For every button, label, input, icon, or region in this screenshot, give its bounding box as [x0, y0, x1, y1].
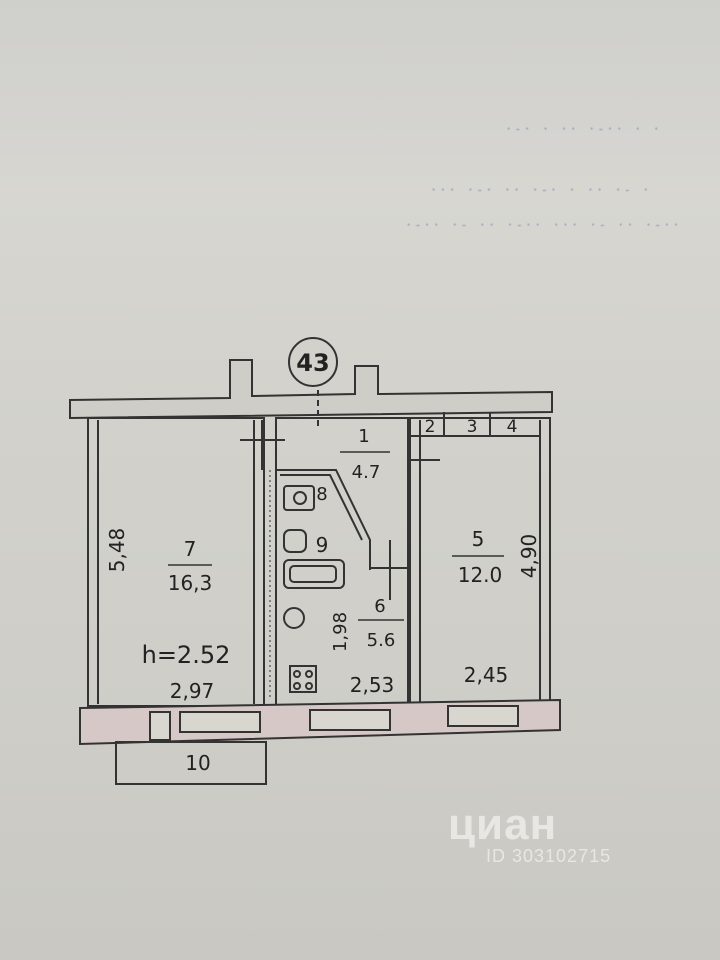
- room-5-area: 12.0: [458, 563, 503, 587]
- bathtub-icon: [283, 559, 345, 589]
- faded-stamp-line-2: ··· ·-· ·· ·-· · ·· ·- ·: [430, 183, 652, 197]
- building-number-circle: [288, 337, 338, 387]
- dim-room5-width: 2,45: [464, 663, 509, 687]
- stove-icon: [289, 665, 317, 693]
- cian-logo: циан: [448, 800, 558, 849]
- room-6-number: 6: [374, 596, 385, 617]
- sink-icon: [283, 529, 307, 553]
- toilet-icon: [283, 485, 315, 511]
- window-4: [447, 705, 519, 727]
- corridor-angled-wall: [276, 469, 371, 570]
- window-1: [149, 711, 171, 741]
- dim-room6-height: 1,98: [330, 612, 351, 652]
- room-2-number: 2: [425, 417, 436, 437]
- window-2: [179, 711, 261, 733]
- window-3: [309, 709, 391, 731]
- top-wall: [69, 359, 553, 420]
- room-7-area: 16,3: [168, 571, 213, 595]
- dim-room5-height: 4,90: [517, 534, 541, 579]
- dim-room7-width: 2,97: [170, 679, 215, 703]
- room-1-area: 4.7: [352, 462, 381, 483]
- wash-basin-icon: [283, 607, 305, 629]
- dim-room6-width: 2,53: [350, 673, 395, 697]
- building-number: 43: [296, 349, 329, 377]
- ceiling-height: h=2.52: [142, 641, 231, 669]
- room-1-number: 1: [358, 426, 369, 447]
- room-8-number: 8: [316, 484, 327, 505]
- room-9-number: 9: [316, 533, 329, 557]
- cian-watermark: циан ID 303102715: [448, 800, 611, 867]
- room-4-number: 4: [507, 417, 518, 437]
- listing-id: ID 303102715: [486, 846, 612, 866]
- balcony-10: [115, 741, 267, 785]
- room-3-number: 3: [467, 417, 478, 437]
- room-5-number: 5: [472, 527, 485, 551]
- room-6-area: 5.6: [367, 630, 396, 651]
- dim-room7-height: 5,48: [105, 528, 129, 573]
- faded-stamp-line-1: ·-· · ·· ·-·· · ·: [505, 122, 662, 136]
- room-7-number: 7: [184, 537, 197, 561]
- room-10-number: 10: [185, 751, 210, 775]
- faded-stamp-line-3: ·-·· ·- ·· ·-·· ··· ·- ·· ·-··: [405, 218, 682, 232]
